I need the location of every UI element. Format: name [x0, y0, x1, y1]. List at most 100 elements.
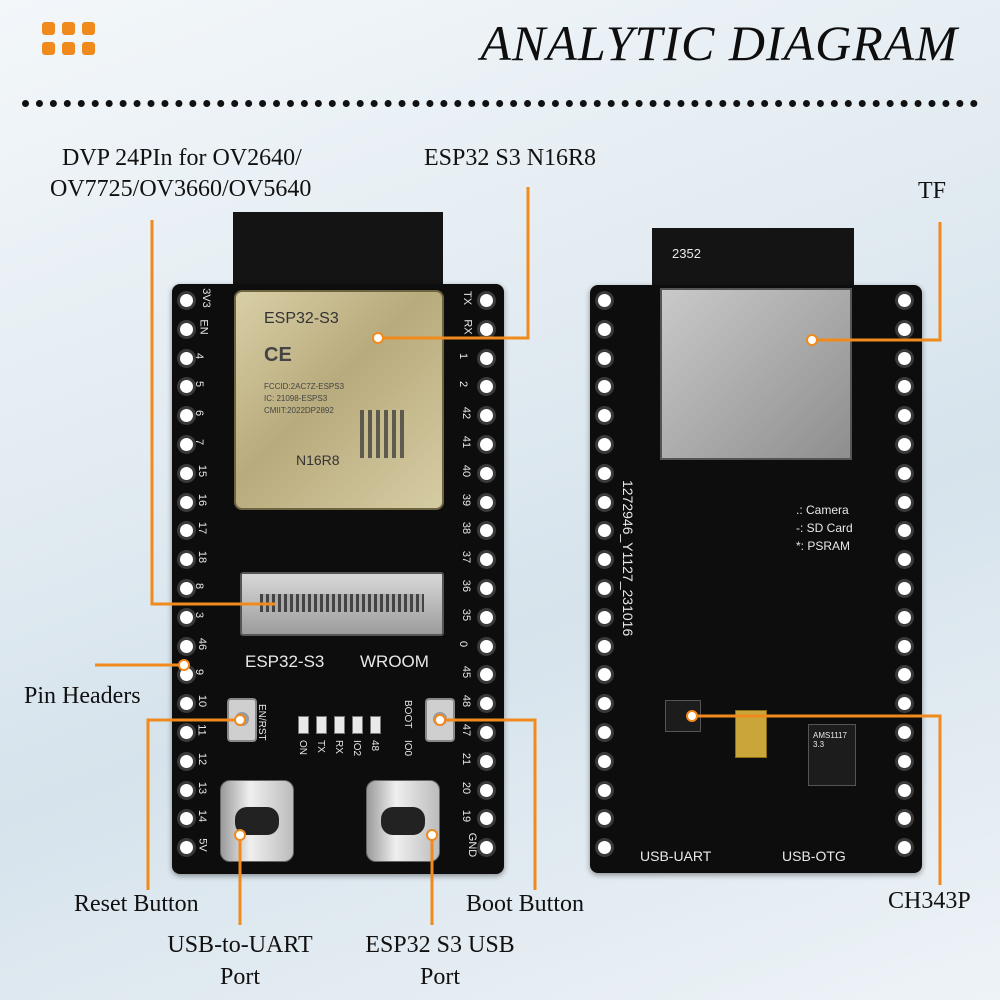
pin-hole: [898, 322, 911, 336]
pin-hole: [598, 466, 611, 480]
legend-sd-card: -: SD Card: [796, 521, 853, 535]
pin-hole: [180, 438, 193, 451]
pin-hole: [480, 668, 493, 682]
pin-hole: [180, 351, 193, 365]
reset-silk: EN/RST: [256, 704, 267, 741]
pin-hole: [480, 380, 493, 394]
pin-hole: [598, 438, 611, 451]
module-fccid: FCCID:2AC7Z-ESPS3: [264, 382, 345, 391]
back-serial: 1272946_Y1127_231016: [620, 480, 636, 637]
pin-hole: [898, 754, 911, 768]
ch343p-label: CH343P: [888, 888, 971, 914]
pin-hole: [898, 668, 911, 682]
pin-hole: [898, 841, 911, 855]
pin-hole: [180, 697, 193, 711]
led-label: RX: [333, 740, 344, 754]
board-name: ESP32-S3: [245, 652, 325, 671]
dotted-divider: [22, 100, 978, 107]
pin-hole: [180, 726, 193, 739]
status-led: [316, 716, 327, 734]
tf-card-slot: [660, 288, 852, 460]
usb-uart-label-line2: Port: [219, 964, 260, 990]
pin-hole: [598, 524, 611, 538]
pin-hole: [180, 841, 193, 855]
pin-hole: [898, 524, 911, 538]
module-variant: N16R8: [296, 452, 340, 468]
pin-hole: [598, 783, 611, 797]
pin-hole: [898, 409, 911, 423]
usb-uart-label-line1: USB-to-UART: [167, 932, 313, 958]
pin-hole: [480, 438, 493, 451]
status-led: [352, 716, 363, 734]
regulator-chip: AMS1117 3.3: [808, 724, 856, 786]
pin-hole: [480, 553, 493, 567]
pin-hole: [598, 322, 611, 336]
pin-hole: [898, 294, 911, 307]
line-tf: [812, 222, 942, 342]
logo-dots: [42, 22, 98, 60]
pin-hole: [898, 495, 911, 509]
pin-hole: [898, 582, 911, 595]
pin-hole: [598, 294, 611, 307]
pin-hole: [180, 582, 193, 595]
legend-camera: .: Camera: [796, 503, 849, 517]
line-ch343p: [692, 714, 942, 885]
pin-hole: [898, 639, 911, 653]
usb-uart-silk: USB-UART: [640, 848, 712, 864]
tf-label: TF: [918, 178, 947, 204]
pin-hole: [598, 841, 611, 855]
pin-hole: [480, 726, 493, 739]
legend-psram: *: PSRAM: [796, 539, 851, 553]
pin-hole: [480, 409, 493, 423]
pin-hole: [480, 783, 493, 797]
status-led: [334, 716, 345, 734]
tab-code: 2352: [672, 246, 701, 261]
module-name: ESP32-S3: [264, 310, 339, 327]
pin-hole: [180, 668, 193, 682]
pin-hole: [598, 639, 611, 653]
pin-hole: [598, 610, 611, 624]
pin-hole: [598, 380, 611, 394]
pin-hole: [180, 812, 193, 826]
usb-uart-connector[interactable]: [220, 780, 294, 862]
pin-hole: [180, 409, 193, 423]
pin-hole: [598, 582, 611, 595]
pin-hole: [598, 812, 611, 826]
usb-otg-silk: USB-OTG: [782, 848, 846, 864]
pin-hole: [898, 812, 911, 826]
pin-hole: [480, 812, 493, 826]
reset-button-label: Reset Button: [74, 891, 199, 917]
pin-hole: [898, 783, 911, 797]
led-label: 48: [369, 740, 380, 752]
pin-hole: [480, 466, 493, 480]
boot-button-label: Boot Button: [466, 891, 585, 917]
pin-hole: [898, 438, 911, 451]
esp-usb-label-line1: ESP32 S3 USB: [365, 932, 515, 958]
board-model: WROOM: [360, 652, 429, 671]
pin-hole: [598, 726, 611, 739]
dvp-label-line2: OV7725/OV3660/OV5640: [50, 176, 312, 202]
pin-hole: [480, 322, 493, 336]
status-led: [370, 716, 381, 734]
qr-code: [360, 410, 408, 458]
pin-hole: [598, 697, 611, 711]
pin-hole: [480, 841, 493, 855]
led-label: TX: [315, 740, 326, 753]
pin-hole: [180, 610, 193, 624]
pin-hole: [480, 582, 493, 595]
pin-hole: [598, 754, 611, 768]
esp-usb-connector[interactable]: [366, 780, 440, 862]
pin-hole: [898, 553, 911, 567]
pin-hole: [598, 553, 611, 567]
pin-hole: [180, 639, 193, 653]
camera-connector: [240, 572, 444, 636]
pin-hole: [180, 466, 193, 480]
pin-hole: [180, 553, 193, 567]
pin-hole: [480, 351, 493, 365]
module-ic: IC: 21098-ESPS3: [264, 394, 328, 403]
dvp-label-line1: DVP 24PIn for OV2640/: [62, 145, 302, 171]
tantalum-capacitor: [735, 710, 767, 758]
pin-hole: [180, 495, 193, 509]
boot-silk: BOOT: [402, 700, 413, 729]
